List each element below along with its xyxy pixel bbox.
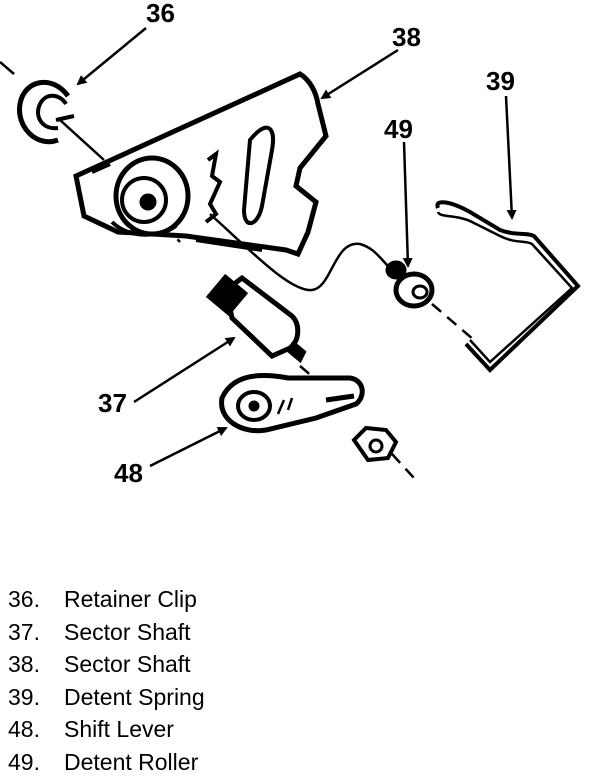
leader-37 [134,338,234,402]
legend-number: 49. [8,746,64,778]
legend-number: 39. [8,681,64,714]
parts-legend: 36.Retainer Clip 37.Sector Shaft 38.Sect… [8,583,205,778]
legend-label: Sector Shaft [64,651,191,677]
legend-item: 36.Retainer Clip [8,583,205,616]
retainer-clip [19,82,74,141]
callout-39: 39 [486,66,515,96]
leader-49 [404,142,408,266]
hex-nut [354,428,396,460]
legend-number: 38. [8,648,64,681]
callout-49: 49 [384,114,413,144]
leader-38 [322,50,398,98]
legend-item: 48.Shift Lever [8,713,205,746]
legend-number: 36. [8,583,64,616]
exploded-view-diagram: 36 38 39 49 37 48 [0,0,608,560]
legend-number: 37. [8,616,64,649]
leader-39 [506,96,512,218]
legend-number: 48. [8,713,64,746]
leader-48 [150,428,226,466]
detent-spring [437,202,578,370]
sector-shaft-plate [76,74,326,254]
callout-48: 48 [114,458,143,488]
callout-36: 36 [146,0,175,28]
sector-shaft-stud [209,277,304,360]
legend-label: Shift Lever [64,716,174,742]
legend-item: 49.Detent Roller [8,746,205,778]
shift-lever [222,375,363,430]
legend-label: Detent Spring [64,684,205,710]
legend-label: Sector Shaft [64,619,191,645]
legend-item: 38.Sector Shaft [8,648,205,681]
leader-36 [78,28,146,84]
legend-label: Detent Roller [64,749,198,775]
callout-37: 37 [98,388,127,418]
legend-label: Retainer Clip [64,586,197,612]
callout-38: 38 [392,22,421,52]
legend-item: 39.Detent Spring [8,681,205,714]
detent-roller [387,262,474,340]
legend-item: 37.Sector Shaft [8,616,205,649]
